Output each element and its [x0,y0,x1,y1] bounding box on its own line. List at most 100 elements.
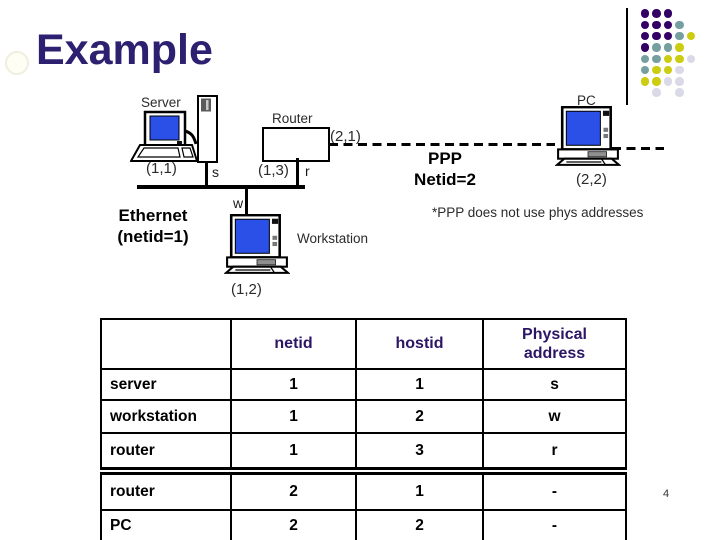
dot-icon [675,88,684,97]
dot-cell [651,19,663,30]
dot-cell [685,53,697,64]
dot-cell [685,19,697,30]
table-cell-hostid: 2 [355,509,484,540]
workstation-address: (1,2) [231,281,262,298]
table-cell-netid: 1 [230,399,357,434]
dot-cell [651,8,663,19]
table-cell-phys: r [482,432,627,472]
router-box [262,127,330,162]
dot-cell [674,64,686,75]
dot-cell [697,42,709,53]
dot-cell [639,8,651,19]
dot-cell [685,42,697,53]
dot-cell [651,87,663,98]
table-cell-netid: 1 [230,432,357,472]
server-address: (1,1) [146,160,177,177]
table-cell-label: router [100,432,232,472]
page-number: 4 [663,488,670,500]
dot-icon [675,43,684,52]
table-cell-phys: - [482,467,627,511]
workstation-label: Workstation [297,231,369,246]
dot-cell [697,76,709,87]
pc-computer-icon [555,106,621,166]
dot-cell [697,31,709,42]
dot-icon [675,54,684,64]
dot-cell [697,19,709,30]
dot-cell [674,31,686,42]
dot-cell [662,19,674,30]
dot-icon [640,20,650,30]
pc-address: (2,2) [576,171,607,188]
dot-icon [652,43,661,52]
ethernet-label-line1: Ethernet [118,206,188,225]
dot-cell [674,87,686,98]
dot-cell [662,8,674,19]
table-header-row: netid hostid Physical address [100,318,627,370]
dot-icon [640,31,650,41]
dot-cell [674,8,686,19]
dot-icon [652,77,661,86]
dot-icon [686,54,696,64]
router-drop-line [296,158,299,187]
dot-icon [675,20,684,30]
decorative-dots-icon [639,8,709,98]
dot-icon [652,20,661,30]
dot-cell [685,31,697,42]
dot-cell [639,42,651,53]
dot-icon [675,77,684,86]
ppp-dashed-line-stub [612,147,664,150]
dot-cell [639,87,651,98]
dot-icon [652,54,661,64]
dot-icon [640,54,650,64]
table-cell-hostid: 1 [355,467,484,511]
dot-cell [674,42,686,53]
table-cell-hostid: 1 [355,368,484,401]
dot-cell [697,8,709,19]
dot-icon [663,9,673,18]
workstation-phys-label: w [233,195,244,211]
dot-icon [652,88,661,97]
ppp-label: PPP Netid=2 [395,148,495,190]
dot-icon [652,9,661,18]
ethernet-bus-line [137,185,305,189]
table-cell-label: workstation [100,399,232,434]
router-eth-address: (1,3) [258,162,289,179]
dot-cell [685,76,697,87]
dot-cell [639,53,651,64]
table-header-physical-address: Physical address [482,318,627,370]
dot-cell [697,64,709,75]
dot-cell [662,42,674,53]
table-header-empty [100,318,232,370]
table-cell-hostid: 2 [355,399,484,434]
server-computer-icon [130,95,218,163]
ppp-dashed-line [329,143,555,146]
dot-cell [639,76,651,87]
workstation-computer-icon [224,214,290,274]
dot-icon [663,65,673,75]
dot-icon [652,65,661,75]
ethernet-label: Ethernet (netid=1) [98,205,208,247]
dot-icon [640,43,650,52]
dot-cell [697,87,709,98]
table-cell-hostid: 3 [355,432,484,472]
table-cell-phys: - [482,509,627,540]
server-phys-label: s [212,164,219,180]
dot-icon [686,31,696,41]
table-cell-netid: 2 [230,467,357,511]
dot-icon [663,20,673,30]
router-label: Router [272,111,313,126]
ppp-footnote: *PPP does not use phys addresses [432,205,644,220]
dot-cell [651,76,663,87]
dot-cell [662,31,674,42]
table-cell-label: PC [100,509,232,540]
table-cell-label: server [100,368,232,401]
dots-divider-line [626,8,628,105]
